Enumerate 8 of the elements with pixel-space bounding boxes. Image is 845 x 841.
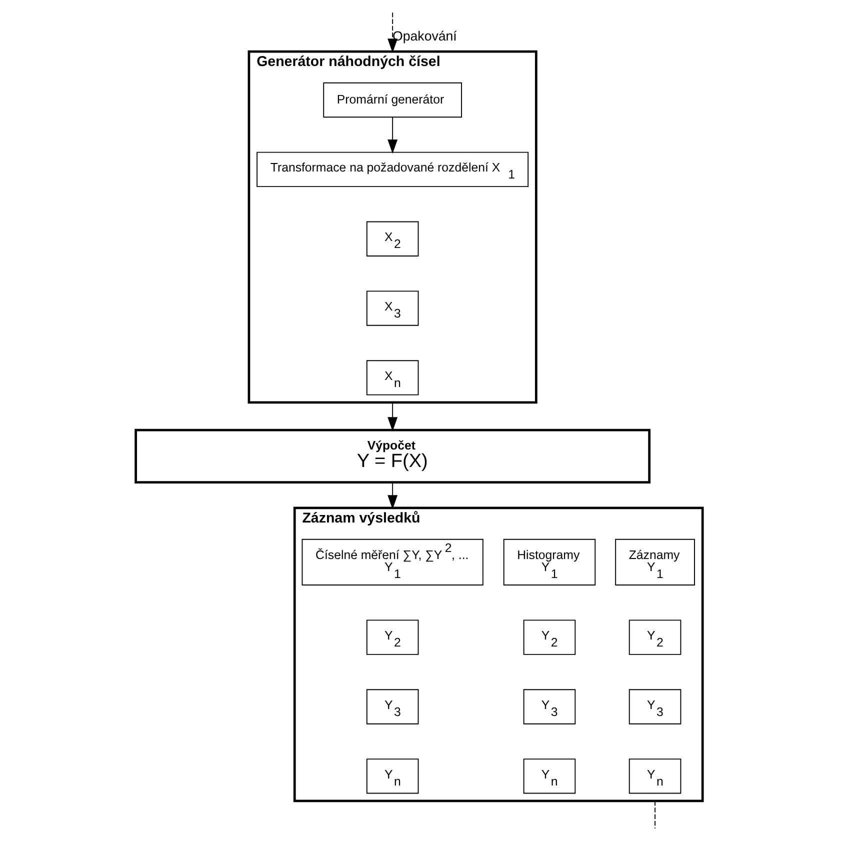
arrow <box>387 402 398 432</box>
node-box: Promární generátor <box>322 82 462 118</box>
arrow <box>387 482 398 510</box>
connector <box>654 800 656 829</box>
arrow <box>387 12 398 53</box>
arrow <box>387 116 398 154</box>
edge-label: Opakování <box>392 28 456 44</box>
node-box: Výpočet Y = F(X) <box>134 428 650 484</box>
